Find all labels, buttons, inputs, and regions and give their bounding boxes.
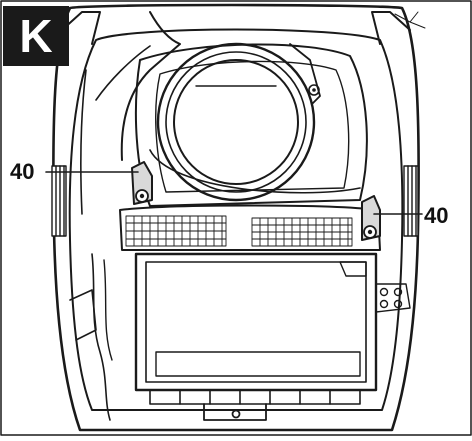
- inner-body-shell: [68, 28, 404, 411]
- lower-left-cable: [91, 253, 111, 421]
- storage-corner-tab: [339, 261, 367, 277]
- left-wheel-tread: [51, 165, 67, 237]
- left-vent-grille: [125, 215, 227, 247]
- right-fastener-plate: [375, 283, 411, 313]
- lower-left-cable-2: [103, 259, 113, 361]
- bottom-handle: [203, 403, 267, 421]
- hub-bracket-bolt: [308, 84, 320, 96]
- left-latch: [131, 161, 153, 205]
- storage-lip: [155, 351, 361, 377]
- right-latch: [361, 195, 381, 241]
- left-guide-arm-inner: [95, 45, 151, 101]
- callout-label-left: 40: [10, 159, 35, 184]
- bottom-hinge-strip: [149, 389, 361, 405]
- panel-letter-badge: K: [3, 6, 69, 66]
- storage-compartment: [134, 252, 378, 392]
- right-vent-grille: [251, 217, 353, 247]
- top-right-crack: [394, 11, 426, 29]
- left-guide-arm: [120, 11, 181, 161]
- left-outer-rail: [80, 69, 87, 215]
- callout-label-right: 40: [424, 203, 449, 228]
- hub-bracket: [289, 43, 321, 105]
- vent-crossbar: [119, 204, 381, 251]
- top-left-shoulder: [61, 11, 101, 45]
- hub-bracket-bolt-center: [312, 88, 316, 92]
- central-hub-outer: [156, 42, 316, 202]
- hub-cover-inner: [155, 60, 350, 193]
- lower-left-bracket: [69, 289, 97, 341]
- top-right-shoulder: [371, 11, 411, 45]
- right-wheel-tread: [403, 165, 419, 237]
- central-hub-inner: [173, 59, 299, 185]
- central-hub-ring: [165, 51, 307, 193]
- hub-sweep-curve: [149, 149, 361, 194]
- storage-compartment-inner: [145, 261, 367, 383]
